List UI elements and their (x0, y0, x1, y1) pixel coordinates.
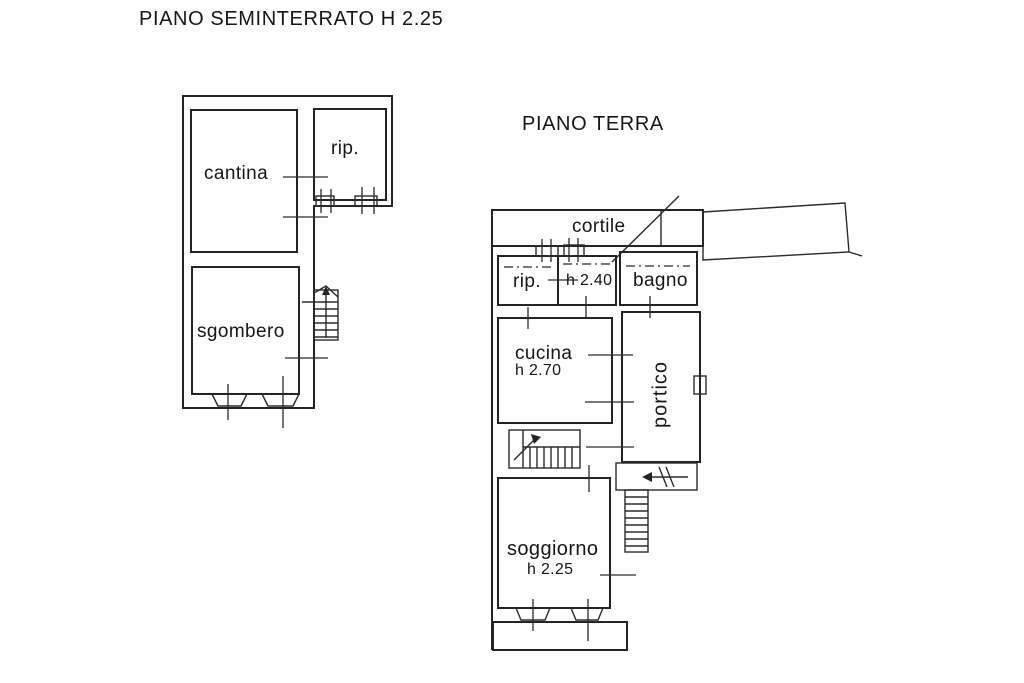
plan-seminterrato (182, 95, 393, 428)
rip-windows (315, 187, 378, 214)
room-label-soggiorno: soggiorno (507, 538, 599, 560)
room-label-rip-terra: rip. (513, 271, 541, 292)
cortile-extension (702, 202, 850, 261)
portico-walls (621, 311, 701, 463)
room-label-cucina: cucina (515, 343, 573, 364)
plan-title-seminterrato: PIANO SEMINTERRATO H 2.25 (139, 8, 444, 30)
extension-overshoot (848, 251, 863, 257)
bagno-walls (619, 251, 698, 306)
stair-direction-arrow (642, 472, 652, 482)
cantina-walls (190, 109, 298, 253)
room-label-central-height: h 2.40 (566, 272, 613, 289)
soggiorno-walls (497, 477, 611, 609)
seminterrato-staircase (302, 285, 339, 341)
terra-right-staircase (615, 462, 698, 553)
sgombero-windows (211, 376, 300, 428)
room-label-cortile: cortile (572, 216, 626, 237)
rip-walls (313, 108, 387, 201)
room-label-portico: portico (649, 360, 672, 429)
stair-direction-arrow (322, 286, 330, 295)
cortile-windows (535, 238, 585, 262)
terra-left-staircase (508, 429, 581, 469)
sgombero-walls (191, 266, 300, 395)
portico-pillar (693, 375, 707, 395)
terrace-strip (492, 621, 628, 651)
room-label-rip-seminterrato: rip. (331, 138, 359, 159)
seminterrato-outer-wall (182, 95, 393, 409)
room-label-cucina-height: h 2.70 (515, 362, 562, 379)
room-label-bagno: bagno (633, 270, 688, 291)
plan-terra (491, 195, 863, 651)
room-label-sgombero: sgombero (197, 321, 285, 342)
stair-direction-arrow (531, 434, 541, 444)
soggiorno-windows (515, 599, 604, 641)
room-label-soggiorno-height: h 2.25 (527, 561, 574, 578)
room-label-cantina: cantina (204, 163, 269, 184)
cucina-walls (497, 317, 613, 424)
plan-title-terra: PIANO TERRA (522, 113, 664, 135)
